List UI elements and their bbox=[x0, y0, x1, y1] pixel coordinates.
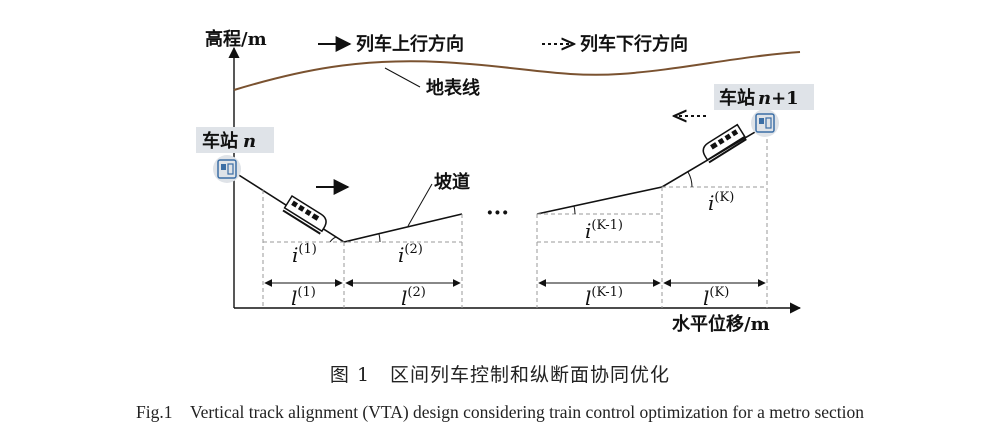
track-profile-left bbox=[233, 171, 463, 243]
station-n-icon bbox=[213, 155, 241, 183]
slope-label-2: i(2) bbox=[398, 242, 423, 267]
ramp-leader bbox=[407, 183, 433, 227]
ellipsis: ··· bbox=[486, 200, 509, 226]
ground-line-leader bbox=[384, 67, 421, 88]
slope-arc-2 bbox=[378, 233, 381, 243]
vta-diagram: 高程/m 水平位移/m 列车上行方向 列车下行方向 地表线 ··· 坡道 bbox=[196, 28, 814, 335]
train-icon-up bbox=[282, 194, 327, 235]
station-n-label-bg bbox=[196, 127, 274, 153]
ground-line bbox=[233, 51, 801, 91]
ramp-label: 坡道 bbox=[434, 171, 470, 193]
figure-caption-en: Fig.1 Vertical track alignment (VTA) des… bbox=[135, 402, 865, 422]
length-label-1: l(1) bbox=[291, 285, 316, 310]
slope-arc-k bbox=[687, 171, 693, 188]
y-axis-label: 高程/m bbox=[205, 28, 267, 50]
legend-up-label: 列车上行方向 bbox=[356, 33, 464, 55]
length-label-k: l(K) bbox=[703, 285, 729, 310]
station-n1-icon bbox=[751, 109, 779, 137]
figure-caption-zh: 图 1 区间列车控制和纵断面协同优化 bbox=[329, 364, 671, 386]
length-label-2: l(2) bbox=[401, 285, 426, 310]
ground-line-label: 地表线 bbox=[426, 77, 480, 99]
train-icon-down bbox=[702, 123, 747, 164]
length-label-k1: l(K-1) bbox=[585, 285, 623, 310]
slope-label-1: i(1) bbox=[292, 242, 317, 267]
slope-label-k1: i(K-1) bbox=[585, 218, 623, 243]
slope-label-k: i(K) bbox=[708, 190, 734, 215]
slope-arc-k1 bbox=[573, 205, 576, 215]
construction-lines bbox=[262, 125, 768, 308]
x-axis-label: 水平位移/m bbox=[672, 313, 770, 335]
station-n1-label-bg bbox=[714, 84, 814, 110]
slope-arc-1 bbox=[329, 236, 337, 243]
legend-down-label: 列车下行方向 bbox=[580, 33, 688, 55]
